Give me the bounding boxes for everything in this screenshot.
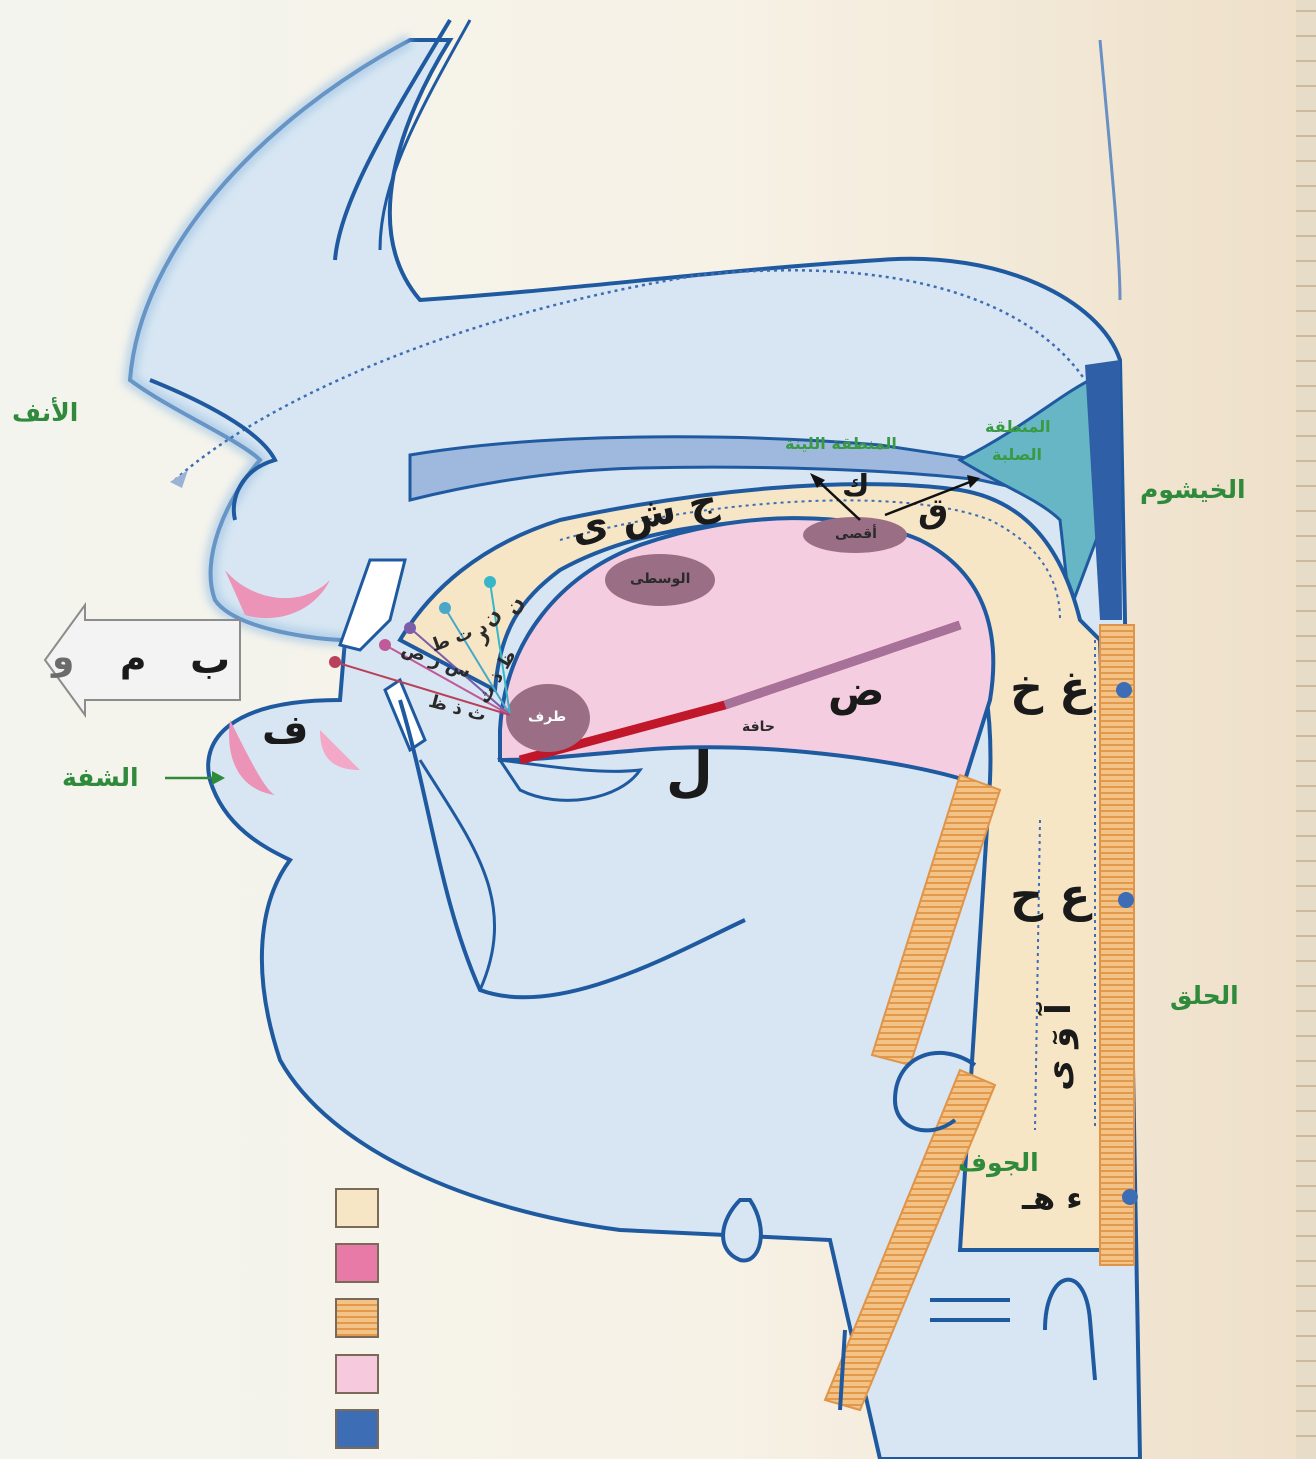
tongue-tip-label: طرف bbox=[528, 710, 566, 724]
soft-palate-label: المنطقة اللينة bbox=[785, 436, 897, 452]
hard-palate-label-2: الصلبة bbox=[992, 447, 1042, 463]
nose-arrow bbox=[170, 470, 188, 488]
pharynx-muscle-back bbox=[1100, 625, 1134, 1265]
legend-nasal-swatch bbox=[335, 1409, 379, 1449]
decorative-border bbox=[1296, 0, 1316, 1459]
cavity-label: الجوف bbox=[958, 1150, 1039, 1175]
letters-throat-top: غ خ bbox=[1010, 665, 1091, 711]
throat-point-top bbox=[1116, 682, 1132, 698]
legend-muscle-swatch bbox=[335, 1298, 379, 1338]
tongue-edge-label: حافة bbox=[742, 720, 775, 734]
letters-throat-mid: ع ح bbox=[1010, 872, 1091, 918]
letter-lam: ل bbox=[666, 745, 713, 799]
legend-cavity-swatch bbox=[335, 1188, 379, 1228]
letter-mim: م bbox=[120, 642, 146, 678]
letter-fa: ف bbox=[262, 710, 308, 750]
letter-ba: ب bbox=[190, 640, 230, 680]
letter-kaf: ك bbox=[842, 472, 870, 502]
tongue-middle-label: الوسطى bbox=[630, 572, 690, 586]
nasal-cavity-label: الخيشوم bbox=[1140, 477, 1246, 502]
lips-label: الشفة bbox=[62, 765, 139, 790]
throat-point-mid bbox=[1118, 892, 1134, 908]
legend-lips-swatch bbox=[335, 1243, 379, 1283]
letters-throat-low: ء هـ bbox=[1022, 1182, 1083, 1214]
hard-palate-label-1: المنطقة bbox=[985, 419, 1051, 435]
tongue-back-label: أقصى bbox=[835, 527, 877, 541]
letter-waw: و bbox=[52, 640, 74, 676]
throat-point-low bbox=[1122, 1189, 1138, 1205]
skull-line-right bbox=[1100, 40, 1120, 300]
letters-madd: آ وٓ ى bbox=[1042, 1003, 1076, 1091]
throat-label: الحلق bbox=[1170, 983, 1239, 1008]
letter-dad: ض bbox=[828, 670, 885, 712]
letter-qaf: ق bbox=[918, 494, 948, 528]
legend-tongue-swatch bbox=[335, 1354, 379, 1394]
nose-label: الأنف bbox=[12, 400, 78, 425]
